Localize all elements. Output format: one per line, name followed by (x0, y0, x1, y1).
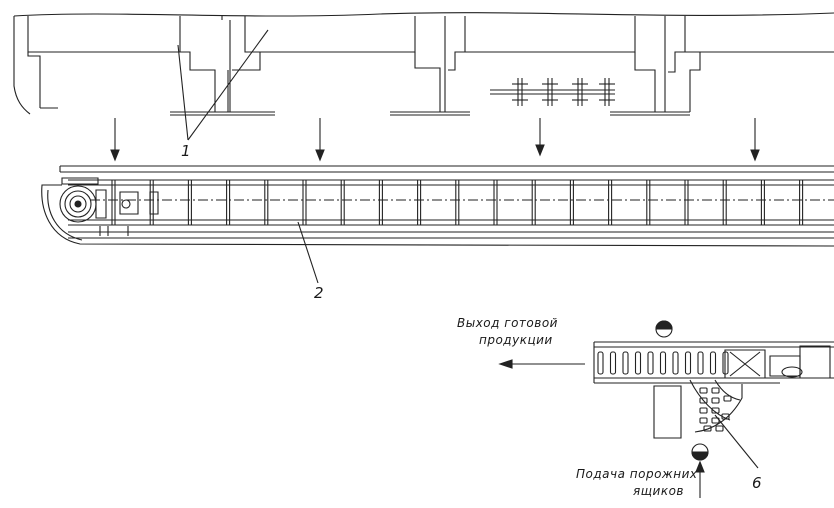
chute-cell (712, 398, 719, 403)
chute-cell (716, 426, 723, 431)
machine-frame (14, 13, 834, 115)
conveyor-slats (112, 180, 803, 225)
callout-2: 2 (314, 284, 324, 302)
mini-slat (698, 352, 703, 374)
drive-sprocket (60, 178, 158, 236)
callout-1: 1 (181, 142, 191, 160)
callout-6: 6 (752, 474, 762, 492)
empty-box (654, 386, 681, 438)
exit-label-line2: продукции (479, 333, 553, 347)
mini-slat (636, 352, 641, 374)
curved-chute-cells (700, 388, 731, 431)
mini-slat (673, 352, 678, 374)
mini-slat (661, 352, 666, 374)
transfer-unit (594, 321, 834, 460)
sensor-top (656, 321, 672, 337)
flow-arrows-down (111, 118, 759, 160)
mini-slat (623, 352, 628, 374)
mini-slat (648, 352, 653, 374)
chute-cell (700, 388, 707, 393)
mini-slat (611, 352, 616, 374)
mini-slat (686, 352, 691, 374)
mini-conveyor-slats (598, 352, 728, 374)
chute-cell (712, 388, 719, 393)
chute-cell (700, 418, 707, 423)
gripper-comb (512, 78, 615, 106)
sensor-bottom (692, 444, 708, 460)
exit-arrow (500, 360, 585, 368)
chute-cell (712, 408, 719, 413)
chute-cell (712, 418, 719, 423)
chute-cell (700, 398, 707, 403)
mini-slat (711, 352, 716, 374)
mini-slat (598, 352, 603, 374)
feed-label-line1: Подача порожних (576, 467, 698, 481)
chute-cell (724, 396, 731, 401)
feed-label-line2: ящиков (633, 484, 684, 498)
chute-cell (704, 426, 711, 431)
chute-cell (700, 408, 707, 413)
feed-arrow (696, 462, 704, 498)
leader-lines (178, 30, 758, 468)
exit-label-line1: Выход готовой (457, 316, 558, 330)
chute-cell (722, 414, 729, 419)
main-conveyor (42, 166, 834, 246)
